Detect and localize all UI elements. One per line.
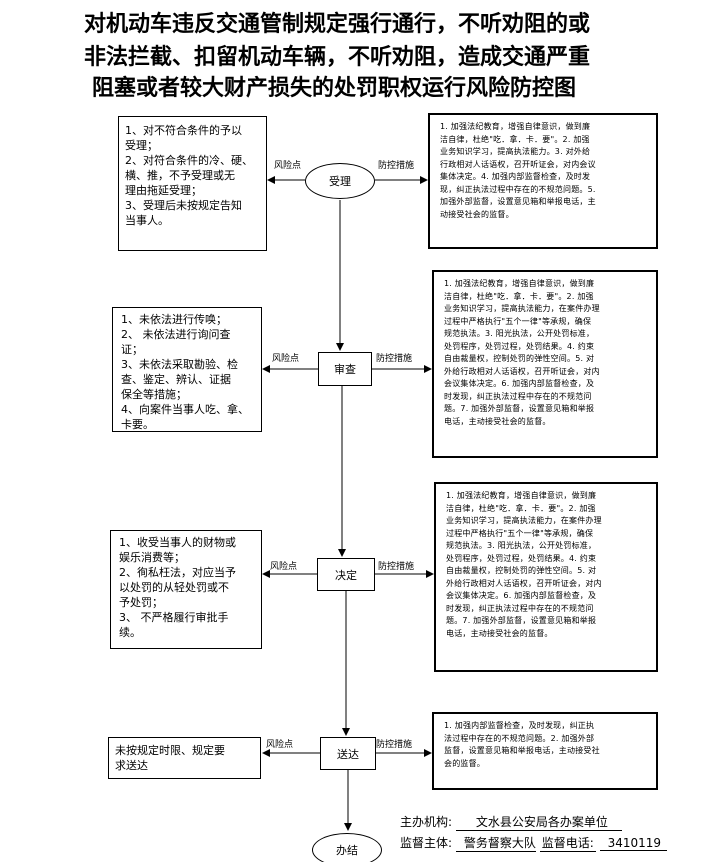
step-node-4: 送达 (320, 737, 376, 770)
risk-label-1: 风险点 (274, 161, 302, 171)
risk-text-1: 1、对不符合条件的予以 受理； 2、对符合条件的冷、硬、 横、推，不予受理或无 … (125, 124, 253, 227)
risk-box-3: 1、收受当事人的财物或 娱乐消费等； 2、徇私枉法，对应当予 以处罚的从轻处罚或… (110, 530, 262, 649)
footer-org: 主办机构: 文水县公安局各办案单位 (400, 813, 622, 831)
risk-box-1: 1、对不符合条件的予以 受理； 2、对符合条件的冷、硬、 横、推，不予受理或无 … (118, 116, 267, 251)
risk-text-4: 未按规定时限、规定要 求送达 (115, 744, 225, 772)
control-box-2: 1. 加强法纪教育，增强自律意识，做到廉 洁自律，杜绝"吃．拿．卡．要"。2. … (432, 270, 658, 458)
control-label-2: 防控措施 (376, 354, 413, 364)
risk-box-2: 1、未依法进行传唤； 2、 未依法进行询问查 证； 3、未依法采取勘验、检 查、… (112, 307, 262, 432)
footer-org-value: 文水县公安局各办案单位 (455, 813, 622, 831)
control-text-2: 1. 加强法纪教育，增强自律意识，做到廉 洁自律，杜绝"吃．拿．卡．要"。2. … (444, 279, 600, 426)
diagram-title-line-3: 阻塞或者较大财产损失的处罚职权运行风险防控图 (92, 75, 577, 101)
risk-text-2: 1、未依法进行传唤； 2、 未依法进行询问查 证； 3、未依法采取勘验、检 查、… (121, 313, 249, 431)
risk-label-4: 风险点 (266, 740, 294, 750)
risk-label-3: 风险点 (270, 562, 298, 572)
end-node: 办结 (312, 833, 382, 862)
control-text-3: 1. 加强法纪教育，增强自律意识，做到廉 洁自律，杜绝"吃．拿．卡．要"。2. … (446, 491, 602, 638)
footer-org-label: 主办机构: (400, 815, 453, 829)
diagram-title-line-2: 非法拦截、扣留机动车辆，不听劝阻，造成交通严重 (84, 44, 591, 70)
footer-sup-value: 警务督察大队 (455, 834, 536, 852)
step-node-1: 受理 (305, 163, 375, 199)
risk-label-2: 风险点 (272, 354, 300, 364)
control-label-1: 防控措施 (378, 161, 415, 171)
diagram-title-line-1: 对机动车违反交通管制规定强行通行，不听劝阻的或 (84, 11, 591, 37)
step-node-3: 决定 (317, 558, 375, 591)
footer-phone-value: 3410119 (599, 836, 668, 851)
control-label-3: 防控措施 (378, 562, 415, 572)
footer-supervision: 监督主体: 警务督察大队 监督电话: 3410119 (400, 834, 668, 852)
control-box-1: 1. 加强法纪教育，增强自律意识，做到廉 洁自律，杜绝"吃．拿．卡．要"。2. … (428, 113, 658, 249)
footer-phone-label: 监督电话: (539, 836, 596, 852)
control-label-4: 防控措施 (376, 740, 413, 750)
step-node-2: 审查 (318, 352, 372, 386)
control-box-3: 1. 加强法纪教育，增强自律意识，做到廉 洁自律，杜绝"吃．拿．卡．要"。2. … (434, 482, 658, 672)
footer-sup-label: 监督主体: (400, 836, 453, 850)
risk-text-3: 1、收受当事人的财物或 娱乐消费等； 2、徇私枉法，对应当予 以处罚的从轻处罚或… (119, 536, 236, 639)
risk-box-4: 未按规定时限、规定要 求送达 (108, 737, 261, 779)
control-text-1: 1. 加强法纪教育，增强自律意识，做到廉 洁自律，杜绝"吃．拿．卡．要"。2. … (440, 122, 596, 219)
control-text-4: 1. 加强内部监督检查，及时发现，纠正执 法过程中存在的不规范问题。2. 加强外… (444, 721, 600, 768)
control-box-4: 1. 加强内部监督检查，及时发现，纠正执 法过程中存在的不规范问题。2. 加强外… (432, 712, 658, 790)
